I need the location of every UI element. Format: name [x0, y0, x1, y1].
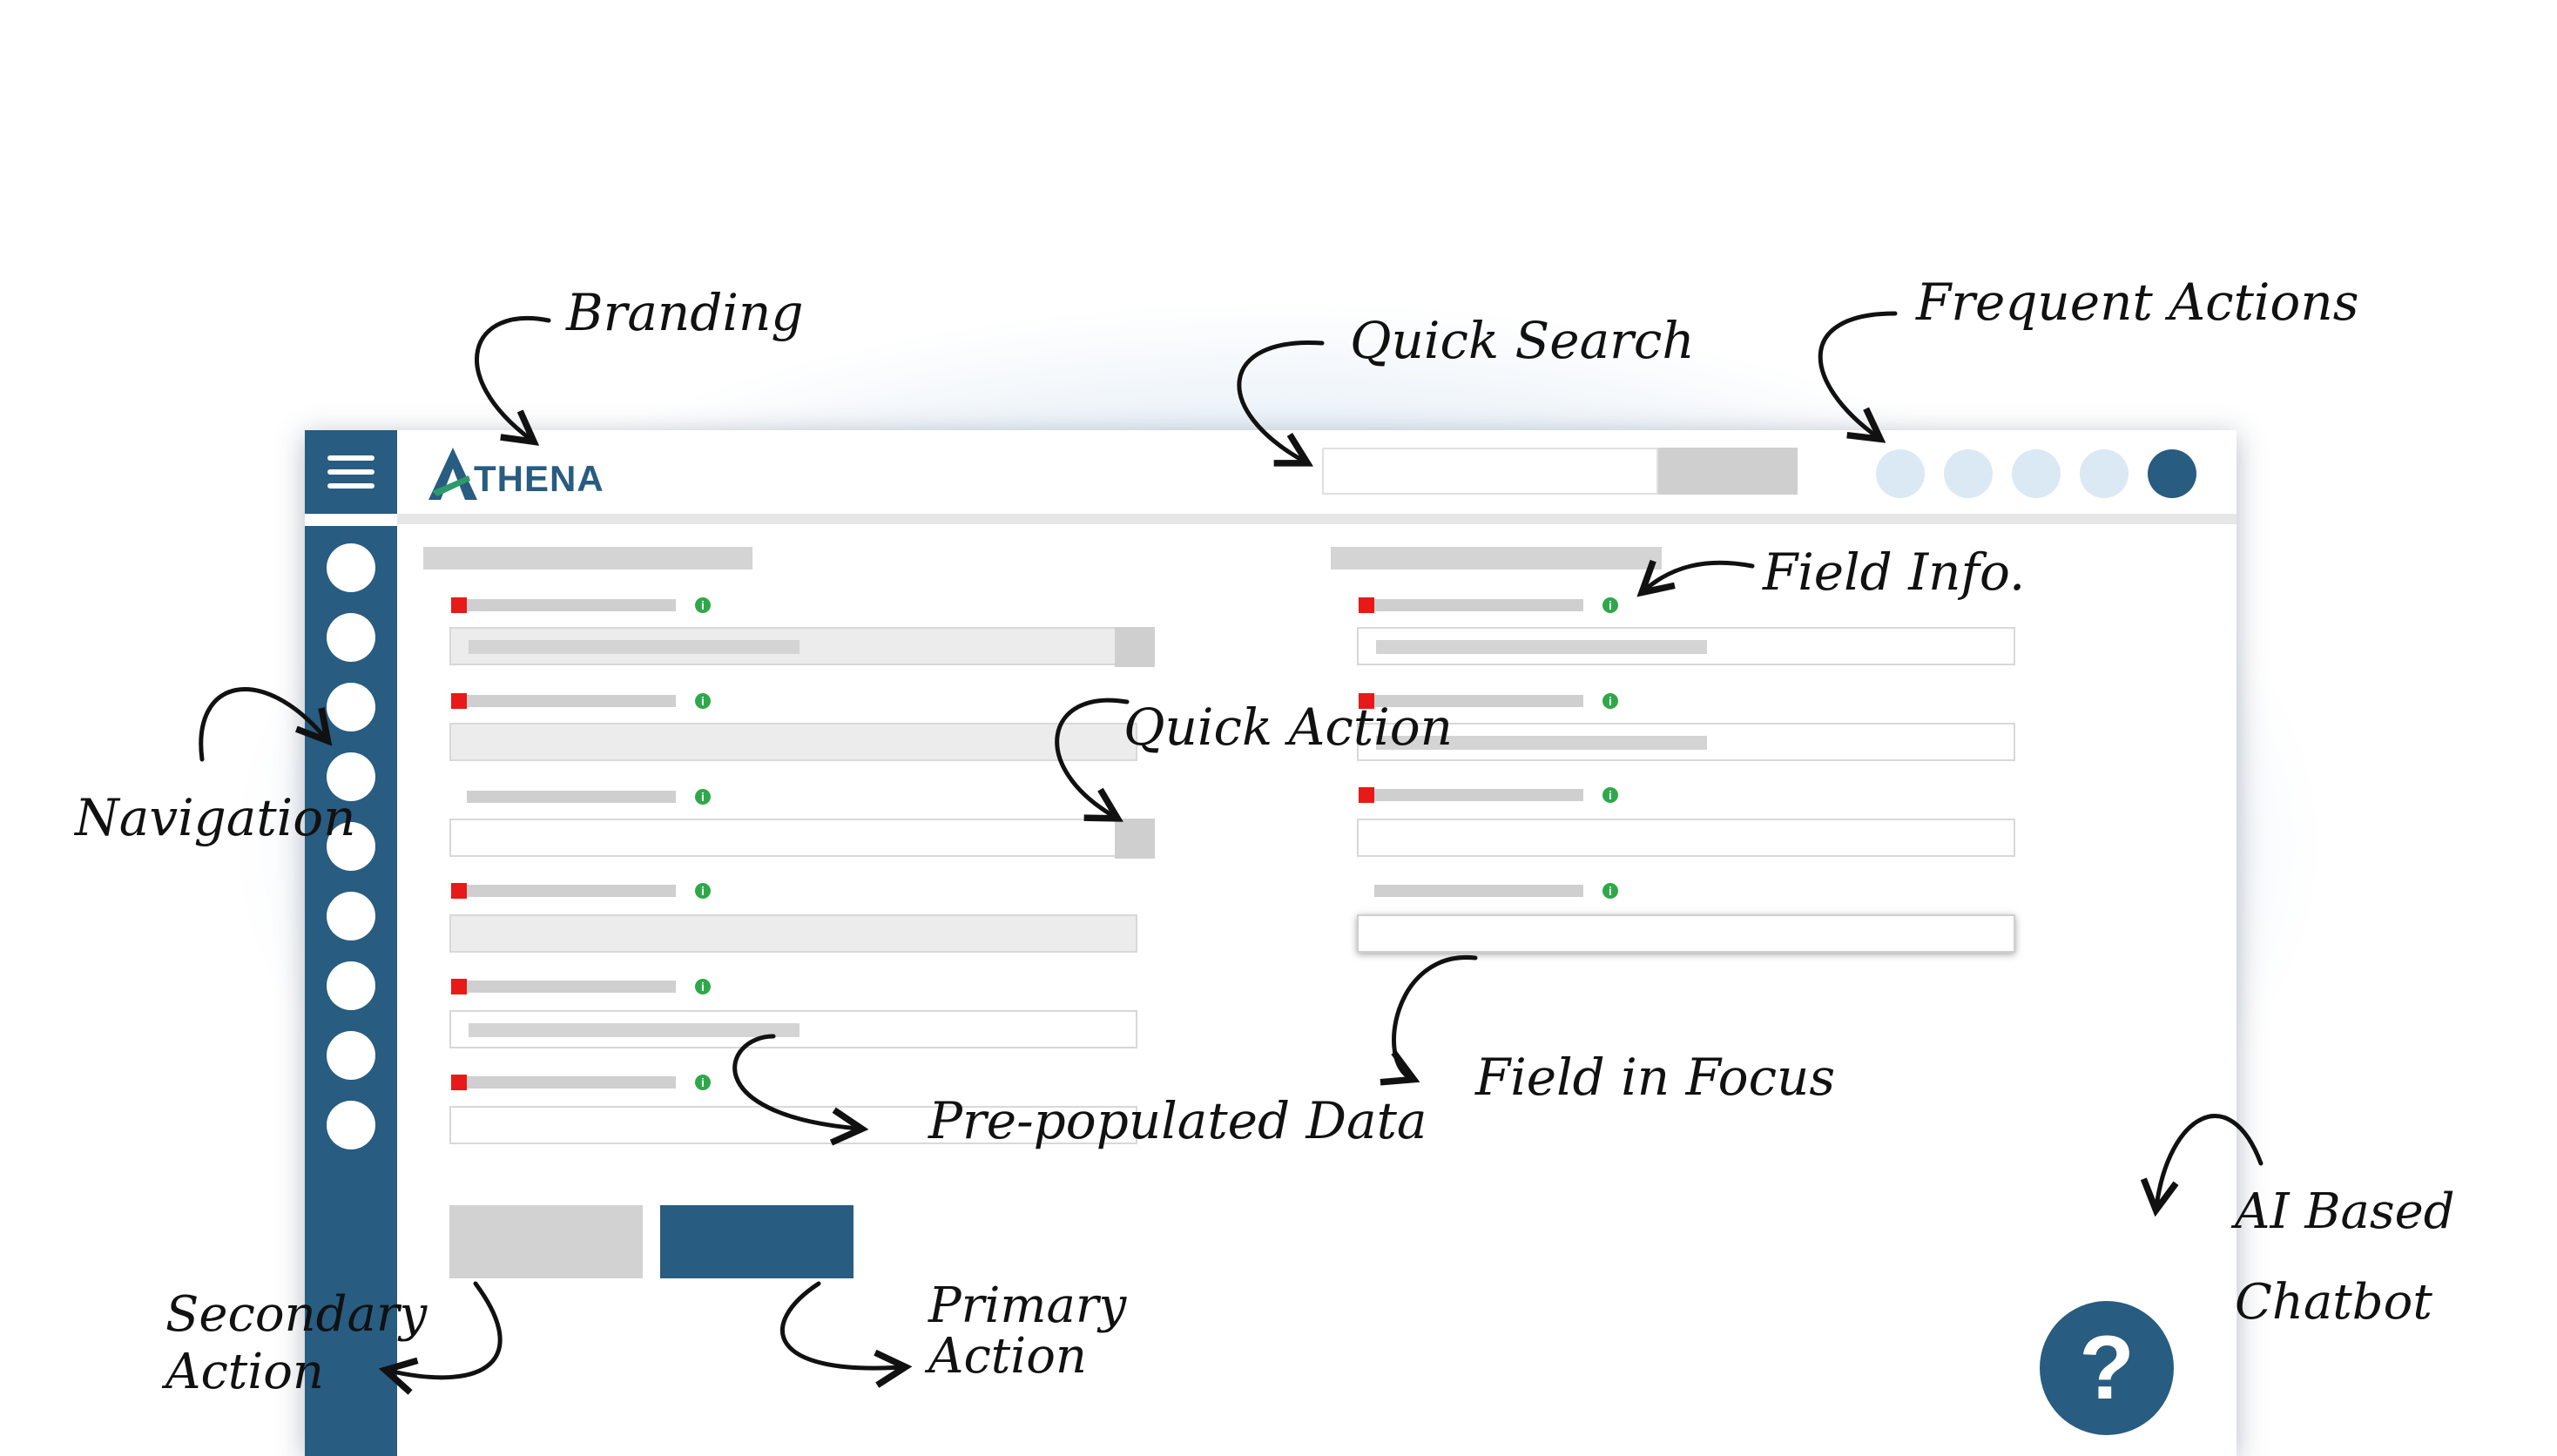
primary-action-button[interactable]: [660, 1205, 853, 1278]
field-info-icon[interactable]: i: [695, 597, 711, 613]
annotation-ai-line1: AI Based: [2235, 1183, 2455, 1240]
ai-chatbot-button[interactable]: ?: [2040, 1301, 2174, 1435]
frequent-action-2[interactable]: [1944, 449, 1993, 498]
annotation-primary-line1: Primary: [928, 1277, 1127, 1334]
field-info-icon[interactable]: i: [1602, 787, 1618, 803]
sidebar-navigation: [305, 526, 397, 1456]
annotation-field-in-focus: Field in Focus: [1475, 1048, 1836, 1107]
left-field-5[interactable]: [449, 1010, 1137, 1048]
field-label: [1374, 885, 1583, 897]
nav-item-9[interactable]: [327, 1101, 375, 1149]
field-info-icon[interactable]: i: [695, 979, 711, 994]
field-info-icon[interactable]: i: [1602, 693, 1618, 709]
field-info-icon[interactable]: i: [1602, 883, 1618, 899]
nav-item-8[interactable]: [327, 1031, 375, 1080]
nav-item-2[interactable]: [327, 613, 375, 662]
field-label: [467, 599, 676, 611]
frequent-action-3[interactable]: [2012, 449, 2061, 498]
logo-mark-icon: [428, 448, 477, 500]
annotation-ai-line2: Chatbot: [2235, 1274, 2432, 1331]
prepopulated-value: [1376, 736, 1707, 750]
quick-search-button[interactable]: [1658, 448, 1798, 495]
left-section-title: [423, 547, 752, 570]
right-field-3[interactable]: [1357, 819, 2015, 857]
field-info-icon[interactable]: i: [1602, 597, 1618, 613]
frequent-action-1[interactable]: [1876, 449, 1925, 498]
field-label: [1374, 599, 1583, 611]
nav-item-7[interactable]: [327, 961, 375, 1010]
field-info-icon[interactable]: i: [695, 789, 711, 805]
field-label: [467, 885, 676, 897]
annotation-frequent-actions: Frequent Actions: [1916, 273, 2359, 332]
annotation-field-info: Field Info.: [1763, 543, 2026, 602]
field-label: [467, 695, 676, 707]
annotation-branding: Branding: [566, 283, 804, 342]
left-field-1[interactable]: [449, 627, 1137, 665]
field-info-icon[interactable]: i: [695, 693, 711, 709]
annotation-secondary-line2: Action: [165, 1344, 324, 1400]
menu-button[interactable]: [305, 430, 397, 514]
right-section-title: [1331, 547, 1662, 570]
required-marker: [451, 597, 467, 613]
field-label: [1374, 789, 1583, 801]
annotation-quick-action: Quick Action: [1123, 698, 1454, 757]
app-window: THENA i i i i i i i i i i: [305, 430, 2237, 1456]
field-label: [467, 981, 676, 993]
annotation-prepopulated: Pre-populated Data: [928, 1091, 1427, 1150]
field-info-icon[interactable]: i: [695, 883, 711, 899]
brand-logo: THENA: [427, 446, 604, 502]
nav-item-1[interactable]: [327, 543, 375, 592]
required-marker: [1359, 693, 1374, 709]
quick-search-input[interactable]: [1322, 448, 1658, 495]
required-marker: [451, 979, 467, 994]
field-label: [467, 1076, 676, 1089]
logo-text: THENA: [474, 458, 604, 499]
quick-action-button[interactable]: [1115, 819, 1155, 859]
field-info-icon[interactable]: i: [695, 1075, 711, 1090]
prepopulated-value: [469, 1023, 799, 1037]
required-marker: [451, 693, 467, 709]
right-field-1[interactable]: [1357, 627, 2015, 665]
nav-item-3[interactable]: [327, 683, 375, 731]
annotation-quick-search: Quick Search: [1350, 311, 1695, 370]
header-divider: [397, 514, 2237, 524]
left-field-2[interactable]: [449, 723, 1137, 761]
required-marker: [1359, 597, 1374, 613]
frequent-action-4[interactable]: [2080, 449, 2129, 498]
hamburger-icon: [327, 451, 374, 493]
annotation-secondary-line1: Secondary: [165, 1286, 428, 1343]
quick-action-button[interactable]: [1115, 627, 1155, 667]
prepopulated-value: [1376, 640, 1707, 654]
nav-item-6[interactable]: [327, 892, 375, 940]
nav-item-4[interactable]: [327, 752, 375, 801]
frequent-action-5[interactable]: [2148, 449, 2196, 498]
left-field-4[interactable]: [449, 914, 1137, 953]
annotation-navigation: Navigation: [75, 788, 356, 847]
field-label: [467, 791, 676, 803]
required-marker: [1359, 787, 1374, 803]
right-field-2[interactable]: [1357, 723, 2015, 761]
nav-item-5[interactable]: [327, 822, 375, 871]
required-marker: [451, 883, 467, 899]
right-field-4-focused[interactable]: [1357, 914, 2015, 953]
left-field-3[interactable]: [449, 819, 1137, 857]
secondary-action-button[interactable]: [449, 1205, 643, 1278]
field-label: [1374, 695, 1583, 707]
required-marker: [451, 1075, 467, 1090]
prepopulated-value: [469, 640, 799, 654]
annotation-primary-line2: Action: [928, 1328, 1087, 1385]
